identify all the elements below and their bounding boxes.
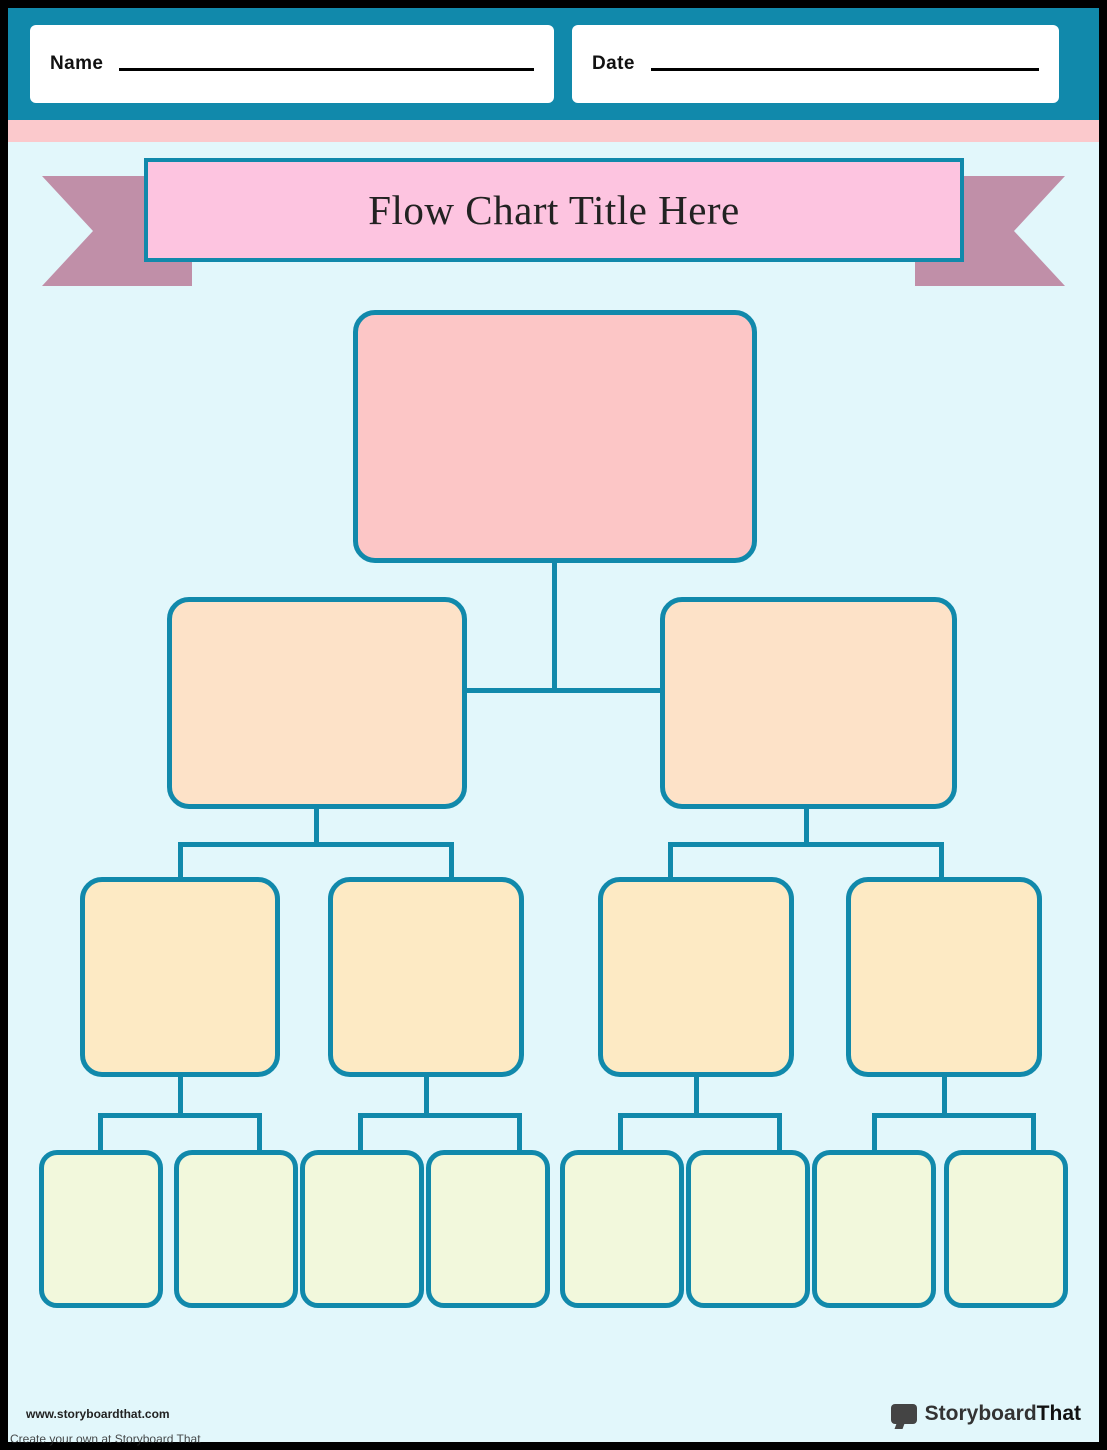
flow-node-level3-1[interactable] <box>80 877 280 1077</box>
worksheet-header: Name Date <box>8 8 1099 120</box>
speech-bubble-icon <box>890 1404 917 1424</box>
flow-node-level2-left[interactable] <box>167 597 467 809</box>
banner-panel[interactable]: Flow Chart Title Here <box>144 158 964 262</box>
bracket-l3b <box>358 1113 522 1151</box>
bracket-l2left <box>178 842 454 878</box>
flow-node-level4-7[interactable] <box>812 1150 936 1308</box>
footer-url[interactable]: www.storyboardthat.com <box>26 1407 170 1421</box>
bottom-note: Create your own at Storyboard That <box>10 1432 201 1446</box>
brand-name: StoryboardThat <box>925 1402 1081 1426</box>
connector-l3a-stem <box>178 1077 183 1115</box>
flow-node-level4-4[interactable] <box>426 1150 550 1308</box>
connector-l3d-stem <box>942 1077 947 1115</box>
bracket-l2right <box>668 842 944 878</box>
flow-node-level3-4[interactable] <box>846 877 1042 1077</box>
flow-node-level1[interactable] <box>353 310 757 563</box>
connector-root-vertical <box>552 563 557 693</box>
flow-node-level4-6[interactable] <box>686 1150 810 1308</box>
connector-l3b-stem <box>424 1077 429 1115</box>
flow-chart-title[interactable]: Flow Chart Title Here <box>368 187 740 233</box>
flow-node-level2-right[interactable] <box>660 597 957 809</box>
date-input-line[interactable] <box>650 67 1039 71</box>
bracket-l3c <box>618 1113 782 1151</box>
flow-node-level4-2[interactable] <box>174 1150 298 1308</box>
connector-level2-horizontal <box>314 688 809 693</box>
flow-node-level4-8[interactable] <box>944 1150 1068 1308</box>
brand-name-second: That <box>1036 1402 1081 1425</box>
worksheet-footer: www.storyboardthat.com StoryboardThat <box>8 1386 1099 1442</box>
storyboardthat-logo: StoryboardThat <box>890 1402 1081 1426</box>
connector-l2left-stem <box>314 809 319 844</box>
flow-node-level4-1[interactable] <box>39 1150 163 1308</box>
date-label: Date <box>592 53 635 74</box>
date-field[interactable]: Date <box>572 25 1059 103</box>
bracket-l3a <box>98 1113 262 1151</box>
title-banner: Flow Chart Title Here <box>42 158 1065 298</box>
flow-node-level4-3[interactable] <box>300 1150 424 1308</box>
flow-node-level3-2[interactable] <box>328 877 524 1077</box>
name-field[interactable]: Name <box>30 25 554 103</box>
name-label: Name <box>50 53 104 74</box>
pink-divider-strip <box>8 120 1099 142</box>
connector-l3c-stem <box>694 1077 699 1115</box>
bracket-l3d <box>872 1113 1036 1151</box>
connector-l2right-stem <box>804 809 809 844</box>
flow-node-level3-3[interactable] <box>598 877 794 1077</box>
flow-node-level4-5[interactable] <box>560 1150 684 1308</box>
brand-name-first: Storyboard <box>924 1402 1037 1425</box>
name-input-line[interactable] <box>119 67 534 71</box>
worksheet-body: Flow Chart Title Here <box>8 142 1099 1412</box>
